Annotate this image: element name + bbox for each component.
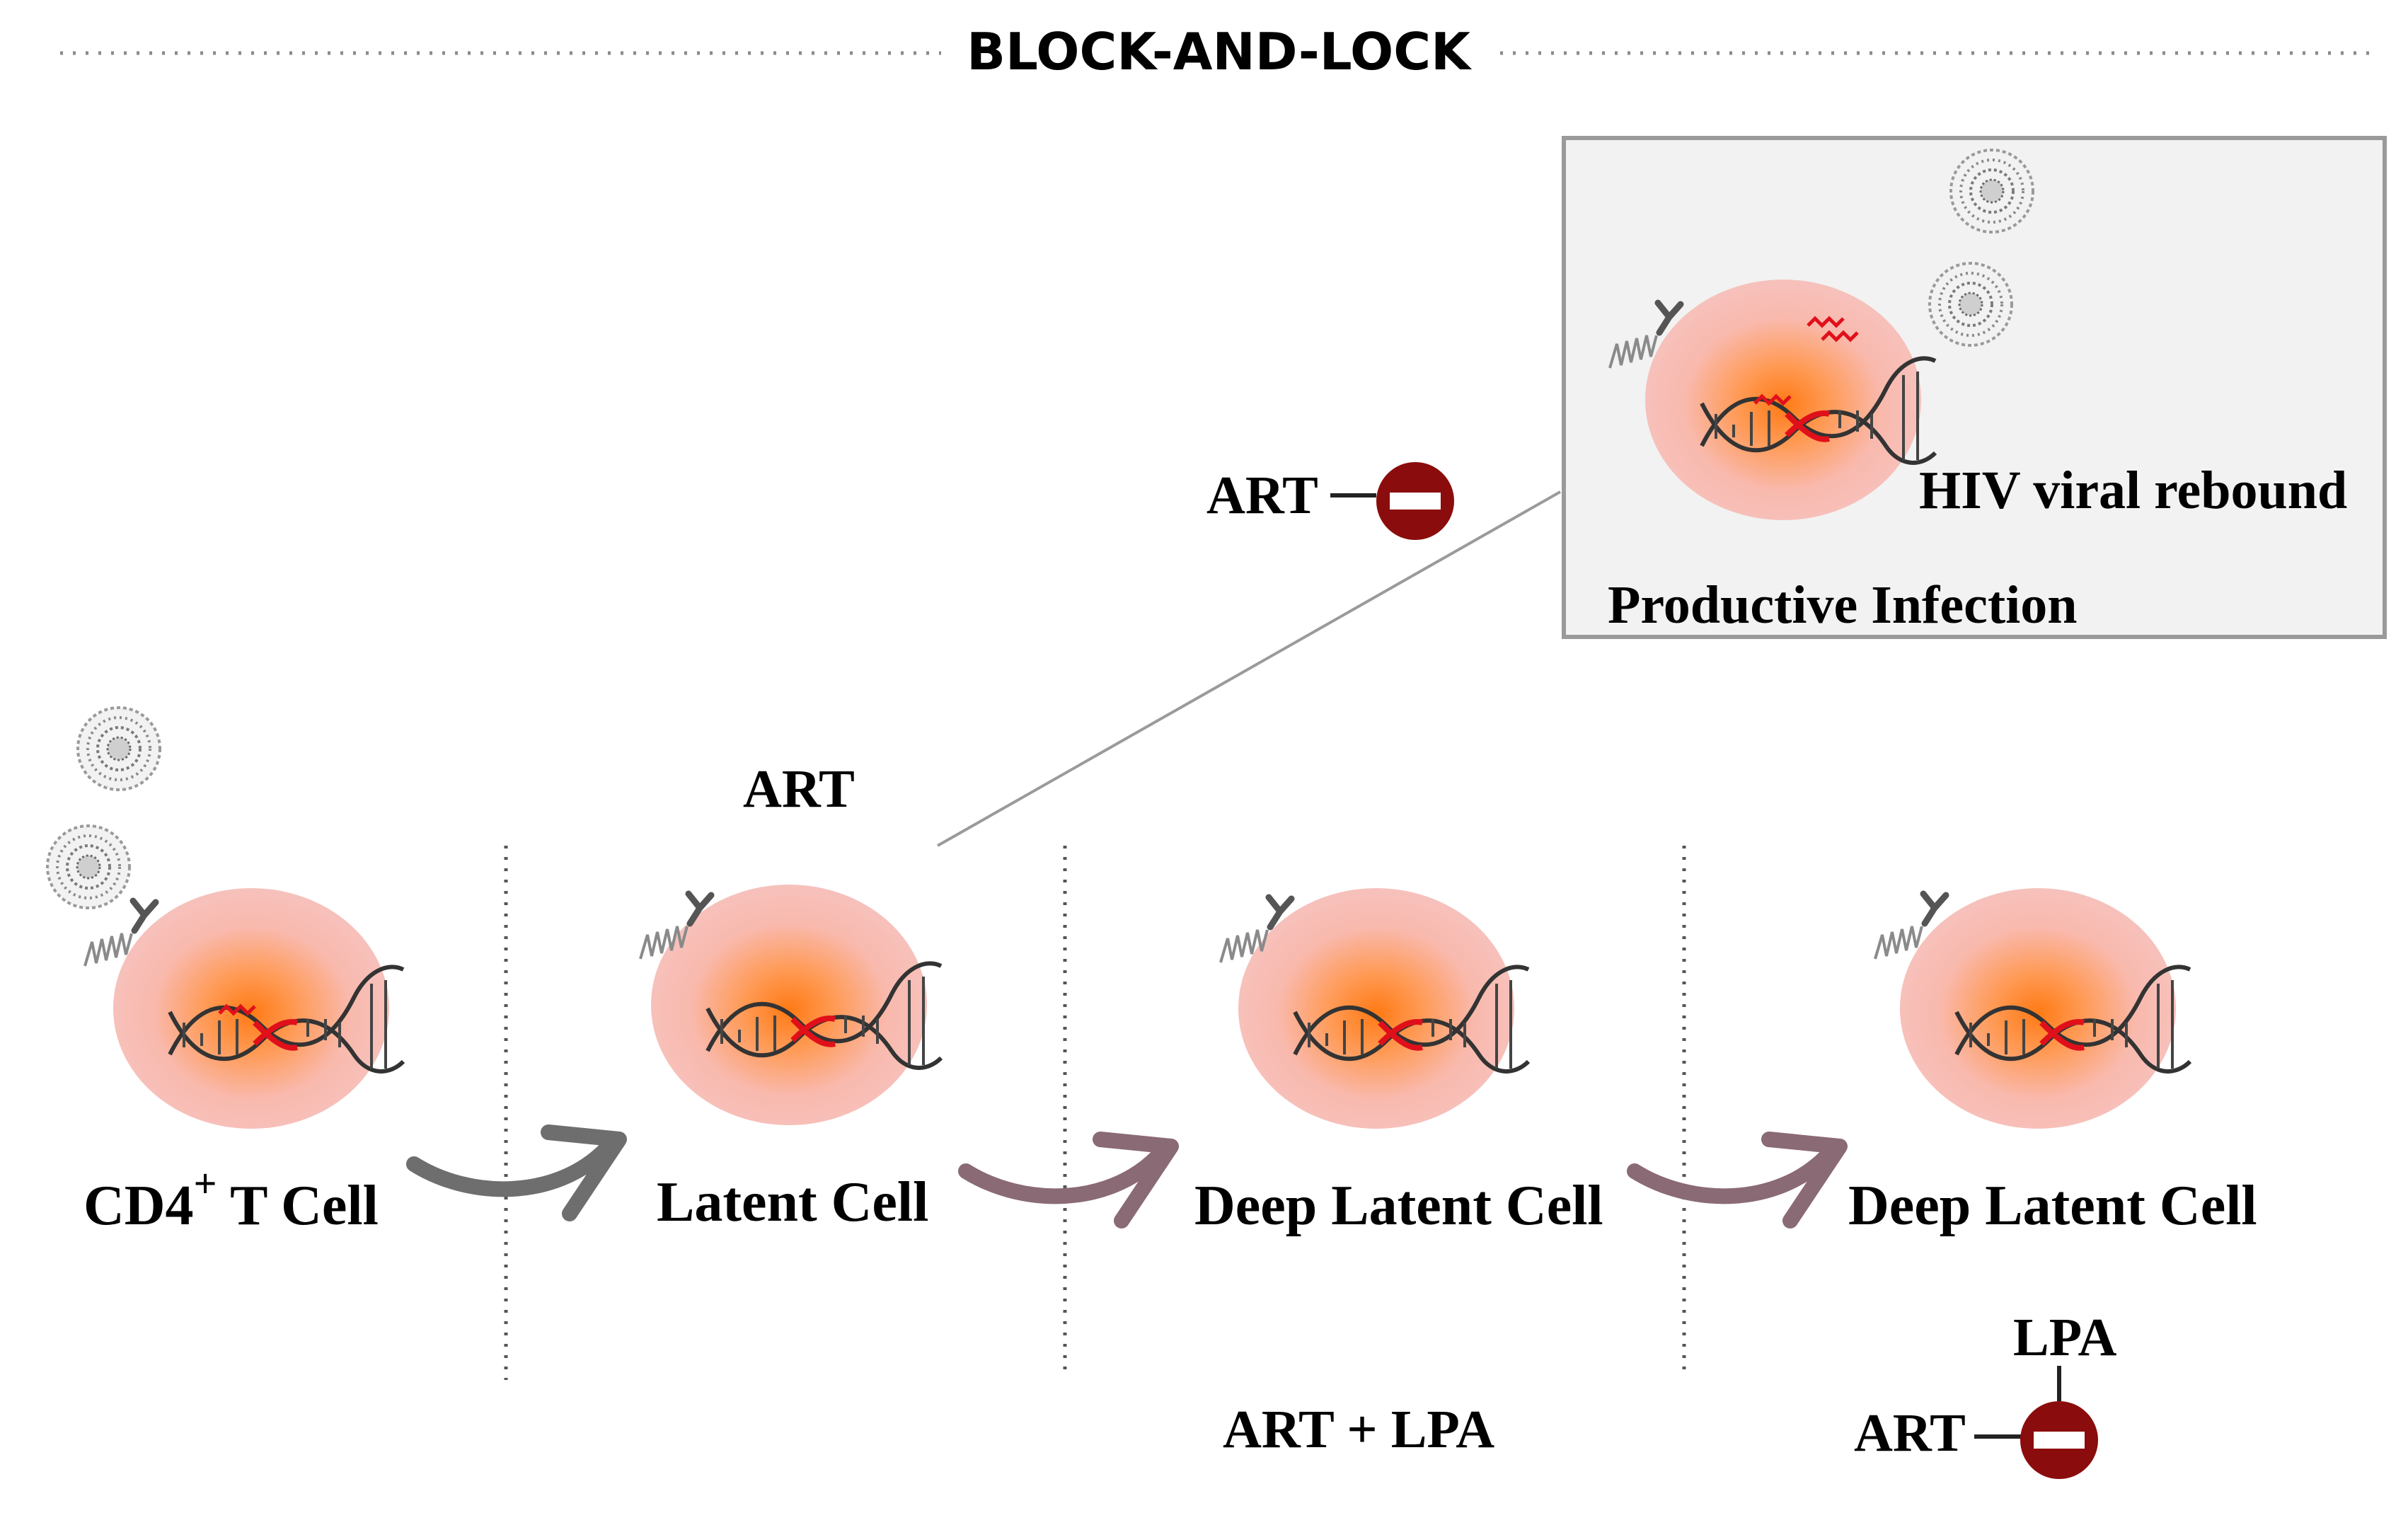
stage-label-cd4: CD4+ T Cell (83, 1161, 379, 1237)
stage-label-deep-latent: Deep Latent Cell (1194, 1175, 1603, 1237)
infection-label: Productive Infection (1608, 575, 2078, 635)
stage-arrow (1635, 1139, 1840, 1221)
block-icon (2020, 1401, 2098, 1479)
art-block-label: ART (1206, 466, 1318, 525)
virus-icon (1949, 149, 2034, 234)
deep-latent-cell-final (1900, 888, 2176, 1129)
latent-cell (651, 885, 927, 1125)
inset-connector (937, 490, 1561, 847)
virus-icon (76, 706, 161, 791)
rebound-label: HIV viral rebound (1919, 461, 2347, 520)
art-label: ART (743, 759, 855, 819)
lpa-label: LPA (2013, 1308, 2116, 1367)
block-icon (1376, 462, 1454, 540)
virus-icon (46, 824, 131, 909)
art-lpa-label: ART + LPA (1223, 1400, 1494, 1459)
diagram-title: BLOCK-AND-LOCK (967, 22, 1472, 81)
deep-latent-cell (1238, 888, 1514, 1129)
stage-label-deep-latent-final: Deep Latent Cell (1848, 1175, 2257, 1237)
stage-arrow (966, 1139, 1171, 1221)
stage-label-latent: Latent Cell (657, 1171, 928, 1233)
art-final-label: ART (1854, 1403, 1966, 1463)
stage-arrow (414, 1132, 619, 1214)
virus-icon (1928, 262, 2013, 347)
